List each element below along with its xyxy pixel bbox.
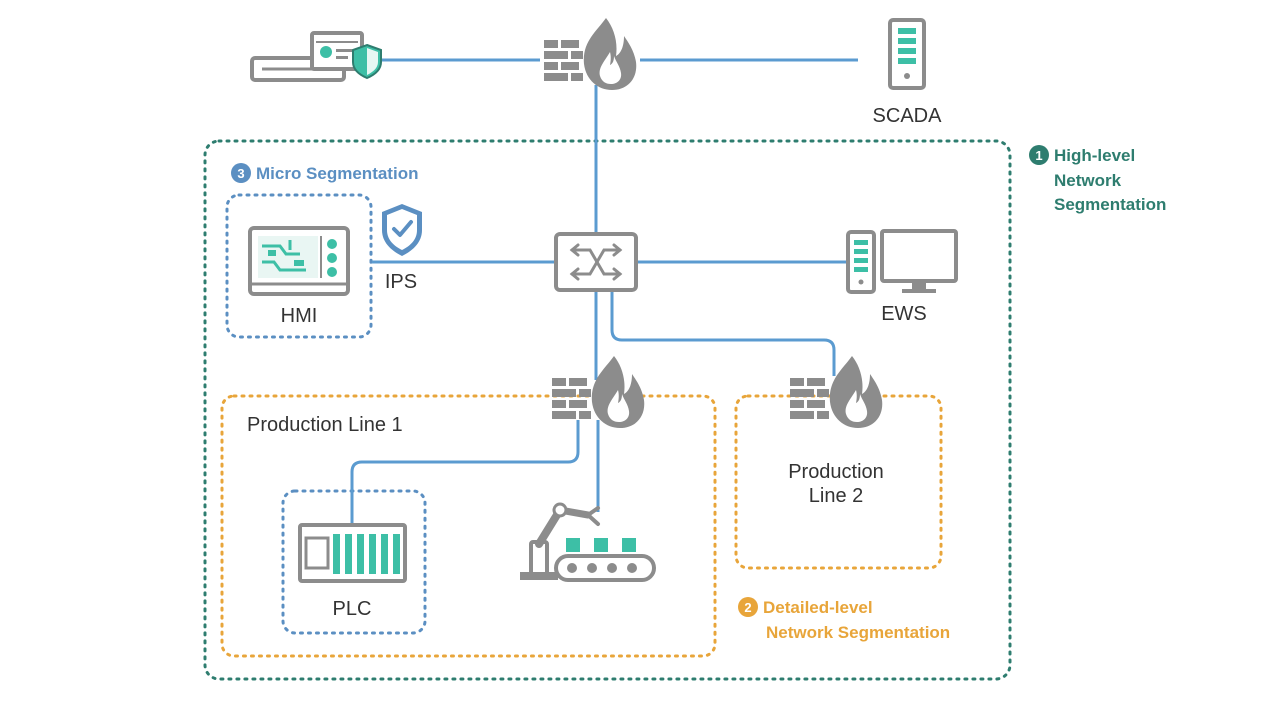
network-links [350, 58, 858, 524]
scada-server-icon [888, 18, 926, 90]
plc-rack-icon [298, 523, 407, 583]
hmi-label: HMI [281, 305, 318, 327]
hmi-panel-icon [248, 226, 350, 296]
zone-title-line1: High-level [1054, 146, 1135, 165]
switch-icon [554, 232, 638, 292]
plc-label: PLC [333, 598, 372, 620]
zone-number-badge [1029, 145, 1049, 165]
zone-title-line1: Detailed-level [763, 598, 873, 617]
zone-plc-micro-boundary [281, 489, 427, 635]
ips-label: IPS [385, 271, 417, 293]
zone-title: Micro Segmentation [256, 164, 418, 183]
zone-number-badge [231, 163, 251, 183]
production-line-2-label-line2: Line 2 [809, 485, 864, 507]
zone-production-line-1-boundary [220, 394, 717, 658]
workstation-icon [846, 229, 958, 294]
zone-micro-label: 3 Micro Segmentation [231, 163, 418, 183]
production-line-1-label: Production Line 1 [247, 414, 403, 436]
zone-title-line2: Network [1054, 171, 1122, 190]
zone-number: 2 [744, 600, 751, 615]
zone-micro-boundary [225, 193, 373, 339]
ews-label: EWS [881, 303, 927, 325]
zone-title-line3: Segmentation [1054, 195, 1166, 214]
zone-number: 1 [1035, 148, 1042, 163]
firewall-icon [544, 18, 637, 90]
zone-high-level-label: 1 High-level Network Segmentation [1029, 145, 1166, 214]
zone-number: 3 [237, 166, 244, 181]
server-shield-icon [250, 31, 382, 82]
zone-title-line2: Network Segmentation [766, 623, 950, 642]
zone-high-level-boundary [203, 139, 1012, 681]
scada-label: SCADA [873, 105, 943, 127]
production-line-2-label-line1: Production [788, 461, 884, 483]
robot-arm-conveyor-icon [520, 502, 656, 582]
zone-number-badge [738, 597, 758, 617]
firewall-icon [552, 356, 645, 428]
shield-check-icon [382, 204, 422, 256]
firewall-icon [790, 356, 883, 428]
zone-detailed-label: 2 Detailed-level Network Segmentation [738, 597, 950, 642]
